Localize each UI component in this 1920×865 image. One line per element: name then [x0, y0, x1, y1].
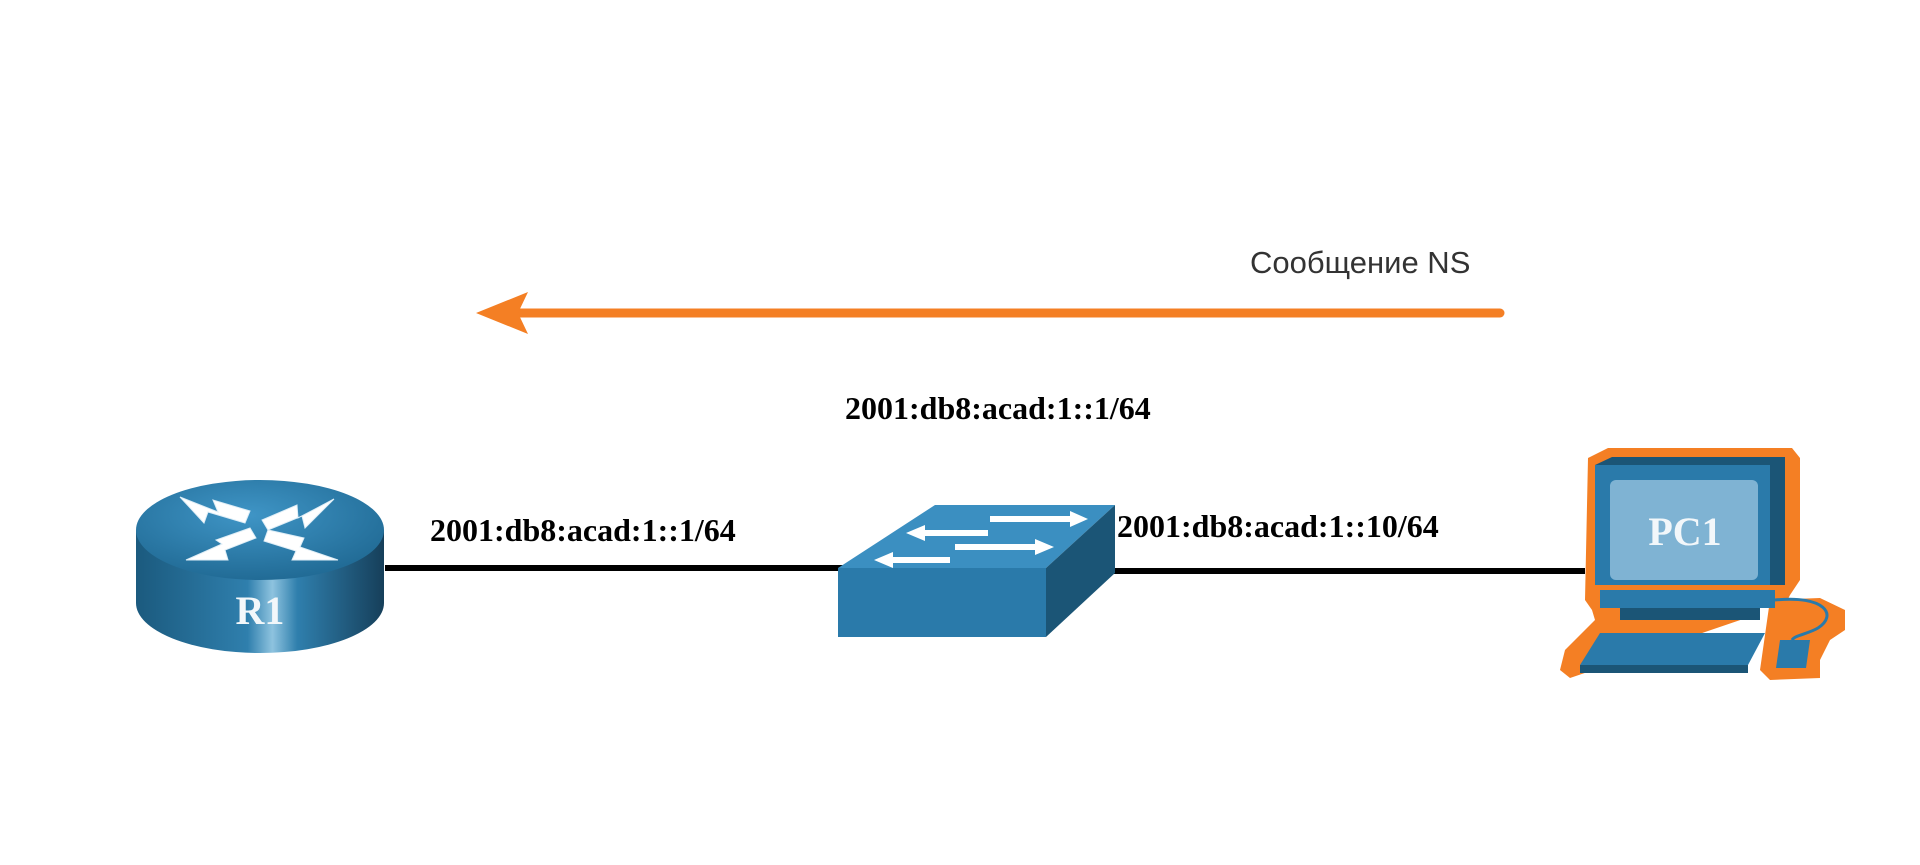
pc-link-address-label: 2001:db8:acad:1::10/64	[1117, 508, 1439, 544]
router-icon	[136, 480, 384, 653]
switch-address-label: 2001:db8:acad:1::1/64	[845, 390, 1151, 426]
pc-name: PC1	[1648, 509, 1722, 554]
pc-icon	[1560, 448, 1845, 680]
switch-icon	[838, 505, 1115, 637]
message-label: Сообщение NS	[1250, 245, 1471, 280]
arrow-left-icon	[476, 292, 1505, 334]
router-link-address-label: 2001:db8:acad:1::1/64	[430, 512, 736, 548]
router-name: R1	[235, 588, 285, 633]
